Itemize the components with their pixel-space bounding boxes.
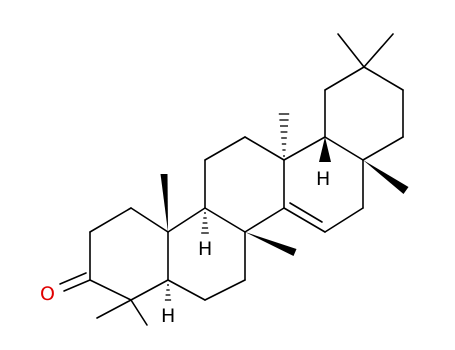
ring-a [89, 207, 169, 301]
ring-d [283, 136, 364, 233]
bond [204, 279, 246, 301]
wedge-methyl-ring-b [245, 232, 297, 256]
double-bond-inner [289, 202, 323, 223]
hashed-methyl-ring-c [278, 113, 290, 157]
methyl-bond [337, 33, 365, 68]
gem-dimethyl-a [96, 299, 148, 326]
ring-c [204, 136, 285, 233]
bond [283, 207, 326, 233]
bond [89, 279, 132, 301]
bond [244, 136, 285, 161]
bond [324, 136, 364, 161]
bond [324, 66, 365, 91]
hydrogen-atom-label: H [316, 168, 330, 190]
bond [204, 207, 246, 233]
wedge-methyl-ring-d [363, 160, 409, 194]
methyl-bond [130, 299, 148, 326]
bond [89, 207, 132, 233]
bond [362, 136, 404, 161]
methyl-bond [96, 299, 132, 319]
bond [167, 207, 206, 233]
bond [283, 136, 326, 161]
ring-b [167, 207, 246, 301]
hydrogen-atom-label: H [161, 305, 175, 327]
gem-dimethyl-e [337, 33, 394, 68]
bond [204, 136, 246, 161]
oxygen-atom-label: O [40, 283, 55, 305]
hashed-h-ring-b [164, 284, 172, 301]
wedge-methyl-ring-a [160, 174, 168, 232]
bond [324, 207, 364, 233]
double-bond [63, 279, 91, 292]
ring-e [324, 66, 404, 161]
bond [244, 207, 285, 233]
hydrogen-atom-label: H [198, 238, 212, 260]
hashed-h-ring-c [201, 212, 209, 234]
bond [363, 66, 404, 91]
bond [167, 279, 206, 301]
methyl-bond [363, 33, 394, 68]
double-bond [59, 272, 87, 285]
ketone-group [59, 272, 91, 292]
bond [130, 279, 169, 301]
wedge-h-ring-e [319, 137, 331, 162]
bond [130, 207, 169, 233]
